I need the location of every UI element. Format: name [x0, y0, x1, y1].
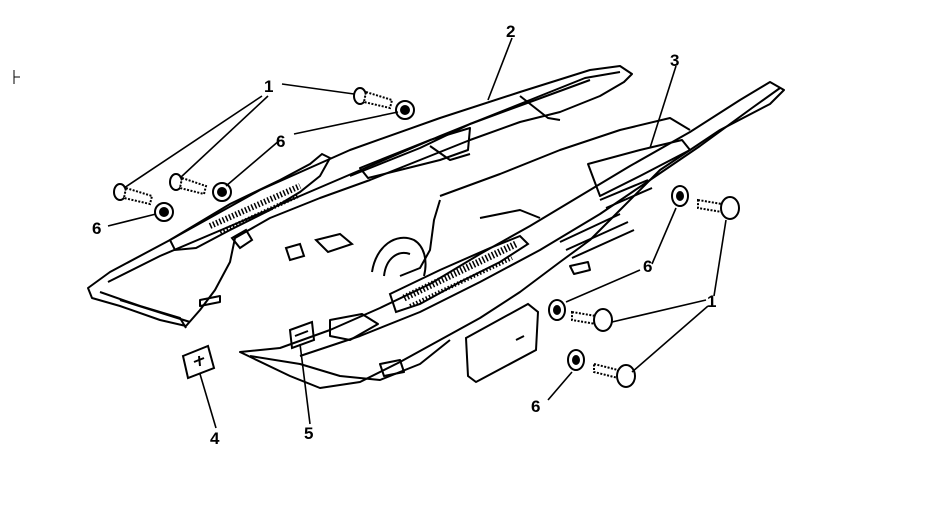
- callout-4: 4: [210, 429, 220, 448]
- grip-rail: [168, 152, 332, 252]
- emblem-part-5: [288, 320, 316, 350]
- bolt-left-upper: [113, 183, 154, 206]
- callout-6-right-upper: 6: [643, 257, 653, 276]
- side-cover-part-2: [87, 65, 633, 329]
- callout-2: 2: [506, 22, 516, 41]
- bolt-right-lower: [593, 362, 636, 388]
- callout-1-top: 1: [264, 77, 274, 96]
- bolt-right-upper: [697, 196, 740, 220]
- callout-6-right-lower: 6: [531, 397, 541, 416]
- emblem-part-4: [181, 344, 216, 380]
- washer-right-lower: [567, 349, 585, 371]
- washer-top: [395, 100, 415, 120]
- grip-rail-lower: [388, 234, 530, 314]
- frame-cover-part-3: [239, 81, 785, 389]
- bolt-right-middle: [571, 308, 613, 332]
- mount-bracket: [284, 232, 355, 262]
- callout-3: 3: [670, 51, 680, 70]
- washer-right-middle: [548, 299, 566, 321]
- callout-6-upper: 6: [276, 132, 286, 151]
- bolt-left-middle: [169, 173, 208, 196]
- registration-mark: [13, 70, 20, 84]
- washer-left-lower: [154, 202, 174, 222]
- leader-lines: [107, 37, 727, 429]
- callout-5: 5: [304, 424, 314, 443]
- callout-6-left: 6: [92, 219, 102, 238]
- washer-left-middle: [212, 182, 232, 202]
- bolt-top: [353, 87, 394, 110]
- tray-panel: [464, 302, 540, 384]
- washer-right-upper: [671, 185, 689, 207]
- callout-1-right: 1: [707, 292, 717, 311]
